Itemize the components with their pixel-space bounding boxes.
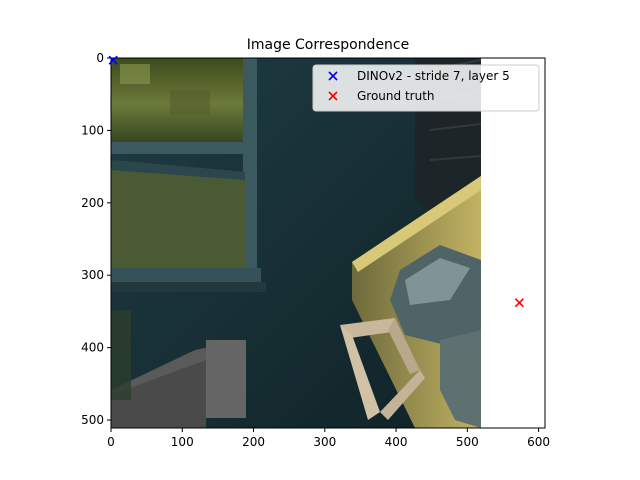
y-tick-label: 500 (81, 413, 104, 427)
y-axis-ticks: 0 100 200 300 400 500 (81, 51, 111, 427)
legend-box (312, 64, 540, 112)
x-tick-label: 0 (107, 435, 115, 449)
scatter-points (108, 55, 524, 308)
legend: DINOv2 - stride 7, layer 5 Ground truth (312, 64, 540, 112)
scatter-point-series-0 (108, 55, 118, 65)
legend-label-0: DINOv2 - stride 7, layer 5 (357, 69, 510, 83)
scatter-point-series-1 (514, 298, 524, 308)
x-tick-label: 500 (456, 435, 479, 449)
x-tick-label: 300 (313, 435, 336, 449)
legend-label-1: Ground truth (357, 89, 435, 103)
game-screenshot-image (111, 58, 481, 428)
x-tick-label: 200 (242, 435, 265, 449)
x-tick-label: 100 (171, 435, 194, 449)
chart-title: Image Correspondence (247, 37, 410, 53)
y-tick-label: 300 (81, 268, 104, 282)
y-tick-label: 400 (81, 341, 104, 355)
legend-marker-0 (328, 71, 338, 81)
x-tick-label: 400 (385, 435, 408, 449)
x-tick-label: 600 (527, 435, 550, 449)
y-tick-label: 100 (81, 123, 104, 137)
axes-frame (110, 57, 546, 429)
y-tick-label: 200 (81, 196, 104, 210)
legend-marker-1 (328, 91, 338, 101)
x-axis-ticks: 0 100 200 300 400 500 600 (107, 428, 550, 449)
y-tick-label: 0 (96, 51, 104, 65)
